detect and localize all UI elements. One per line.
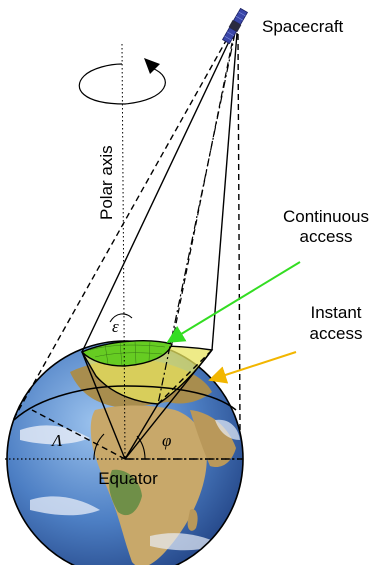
cloud-band-3 [150, 533, 220, 551]
equator-label: Equator [98, 469, 158, 488]
land-madagascar [187, 509, 198, 531]
continuous-access-label-line2: access [300, 227, 353, 246]
lambda-label: Λ [50, 431, 63, 450]
cloud-band-1 [20, 425, 90, 445]
angle-phi-arc [136, 435, 146, 460]
land-arabia [190, 410, 236, 468]
continuous-access-arrow [166, 261, 301, 343]
cloud-band-2 [30, 496, 100, 516]
phi-label: φ [162, 431, 171, 450]
continuous-grid [89, 340, 166, 367]
instant-access-label-line1: Instant [310, 303, 361, 322]
angle-epsilon-arc [109, 313, 133, 323]
epsilon-label: ε [112, 317, 119, 336]
angle-lambda-arc [93, 433, 105, 460]
spacecraft-icon [221, 7, 249, 45]
instant-access-label-line2: access [310, 324, 363, 343]
spacecraft-label: Spacecraft [262, 17, 344, 36]
land-green-patch [109, 469, 142, 516]
continuous-access-label-line1: Continuous [283, 207, 369, 226]
instant-access-arrow [208, 351, 297, 384]
polar-axis-label: Polar axis [97, 145, 116, 220]
polar-axis-line [121, 43, 126, 460]
rotation-arrowhead-icon [144, 58, 160, 74]
rotation-arrow-icon [78, 63, 166, 105]
cloud-band-4 [215, 419, 240, 440]
coverage-latitude-circle [13, 385, 237, 421]
